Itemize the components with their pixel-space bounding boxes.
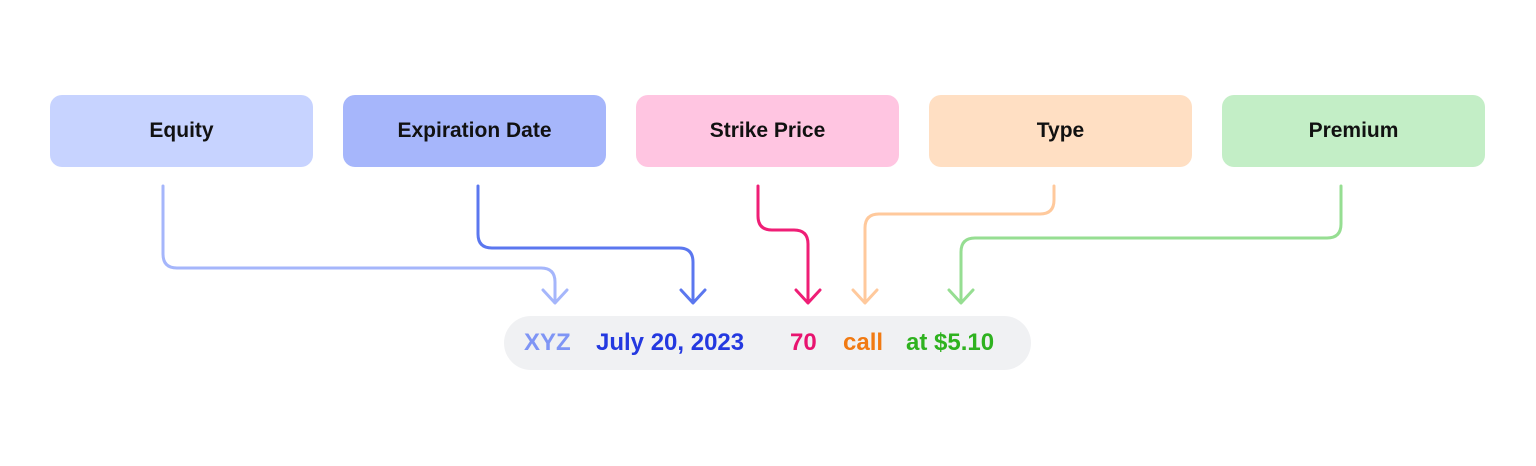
arrowhead-expiration-date	[679, 288, 707, 305]
label-box-equity: Equity	[50, 95, 313, 167]
connector-premium	[959, 184, 1343, 304]
label-box-premium: Premium	[1222, 95, 1485, 167]
connector-equity	[161, 184, 557, 304]
example-type-token: call	[843, 329, 884, 356]
example-expiration-date-token: July 20, 2023	[596, 329, 745, 356]
example-premium-token: at $5.10	[906, 329, 995, 356]
arrowhead-equity	[541, 288, 569, 305]
label-box-type: Type	[929, 95, 1192, 167]
connector-expiration-date	[476, 184, 695, 304]
arrowhead-type	[851, 288, 879, 305]
example-equity-token: XYZ	[524, 329, 571, 356]
arrowhead-strike-price	[794, 288, 822, 305]
example-option-pill	[504, 316, 1031, 370]
connector-type	[863, 184, 1056, 304]
label-box-strike-price: Strike Price	[636, 95, 899, 167]
connector-strike-price	[756, 184, 810, 304]
example-strike-price-token: 70	[790, 329, 817, 356]
label-box-expiration-date: Expiration Date	[343, 95, 606, 167]
arrowhead-premium	[947, 288, 975, 305]
